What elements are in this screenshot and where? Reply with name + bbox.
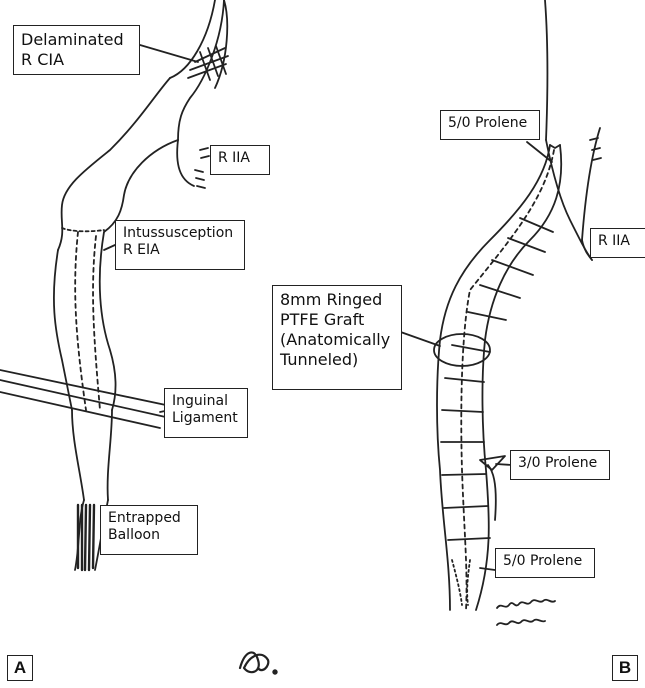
label-3-0-prolene: 3/0 Prolene	[510, 450, 610, 480]
label-5-0-prolene-bottom: 5/0 Prolene	[495, 548, 595, 578]
panel-letter-b: B	[612, 655, 638, 681]
label-intussusception-r-eia: Intussusception R EIA	[115, 220, 245, 270]
label-delaminated-r-cia: Delaminated R CIA	[13, 25, 140, 75]
label-5-0-prolene-top: 5/0 Prolene	[440, 110, 540, 140]
label-r-iia-b: R IIA	[590, 228, 645, 258]
label-entrapped-balloon: Entrapped Balloon	[100, 505, 198, 555]
label-r-iia-a: R IIA	[210, 145, 270, 175]
signature-scribble	[240, 652, 277, 673]
panel-b-artery	[395, 0, 601, 625]
panel-letter-a: A	[7, 655, 33, 681]
label-ptfe-graft: 8mm Ringed PTFE Graft (Anatomically Tunn…	[272, 285, 402, 390]
panel-a-artery	[0, 0, 228, 570]
label-inguinal-ligament: Inguinal Ligament	[164, 388, 248, 438]
